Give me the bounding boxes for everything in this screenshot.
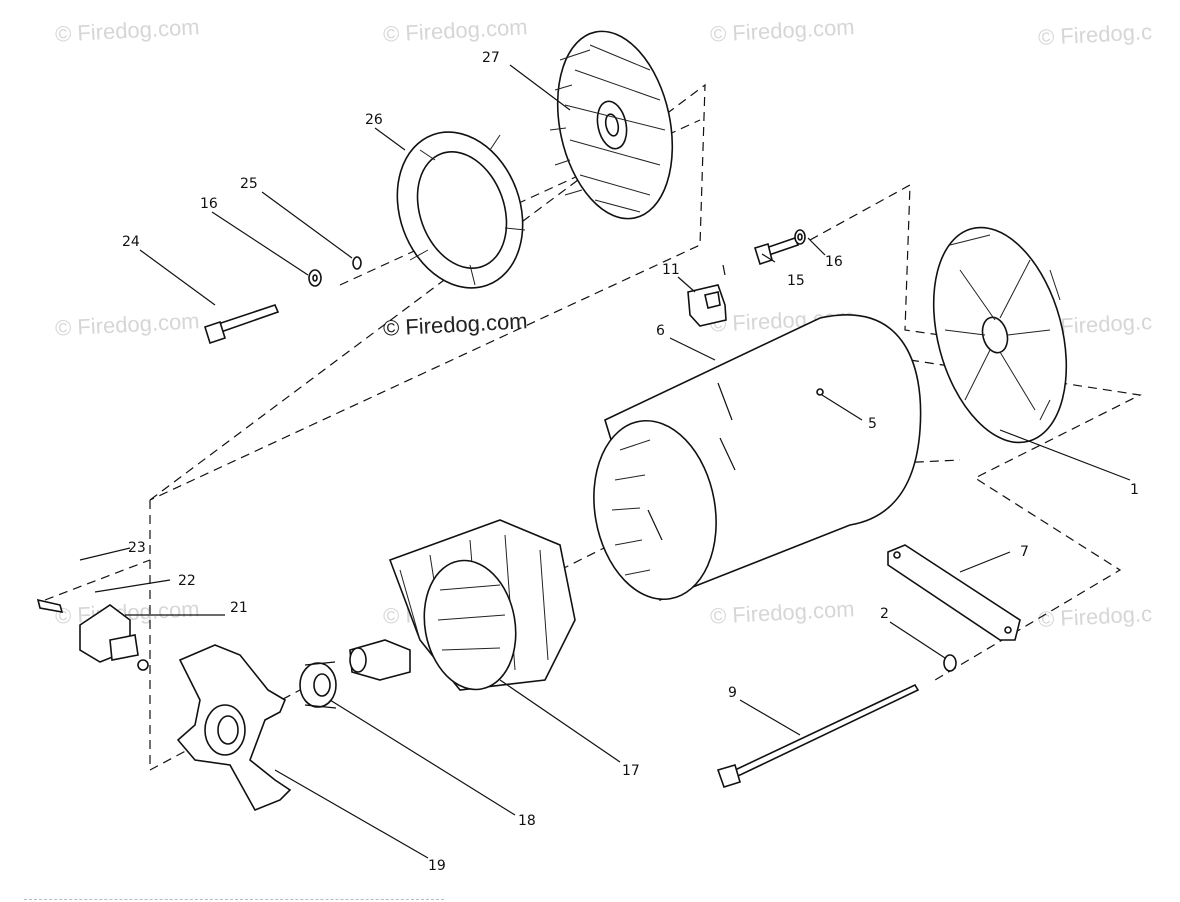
spider-bracket: [176, 644, 292, 812]
end-bell: [932, 226, 1068, 444]
label-17: 17: [622, 763, 640, 779]
label-23: 23: [128, 540, 146, 556]
strap: [887, 544, 1021, 641]
fan: [549, 30, 674, 220]
label-19: 19: [428, 858, 446, 874]
brush-holder: [36, 598, 149, 671]
label-26: 26: [365, 112, 383, 128]
label-2: 2: [880, 606, 889, 622]
fan-guard-ring: [396, 131, 526, 289]
bearing: [299, 661, 337, 709]
label-22: 22: [178, 573, 196, 589]
label-7: 7: [1020, 544, 1029, 560]
label-16: 16: [825, 254, 843, 270]
label-6: 6: [656, 323, 665, 339]
label-18: 18: [518, 813, 536, 829]
label-21: 21: [230, 600, 248, 616]
rotor: [349, 519, 576, 691]
washer-icon: [753, 229, 806, 266]
label-16: 16: [200, 196, 218, 212]
bolt-icon: [204, 256, 362, 345]
stator-housing: [593, 313, 922, 602]
through-bolt: [716, 683, 920, 788]
brush-bracket: [687, 264, 727, 327]
part-labels: 27 26 25 16 24 11 15 16 6 5 1 7 2 9 23 2…: [122, 50, 1139, 874]
bottom-rule: [24, 899, 444, 900]
nut: [943, 654, 957, 672]
label-9: 9: [728, 685, 737, 701]
label-24: 24: [122, 234, 140, 250]
label-11: 11: [662, 262, 680, 278]
label-5: 5: [868, 416, 877, 432]
label-15: 15: [787, 273, 805, 289]
label-27: 27: [482, 50, 500, 66]
leader-lines: [79, 64, 1131, 859]
label-25: 25: [240, 176, 258, 192]
label-1: 1: [1130, 482, 1139, 498]
